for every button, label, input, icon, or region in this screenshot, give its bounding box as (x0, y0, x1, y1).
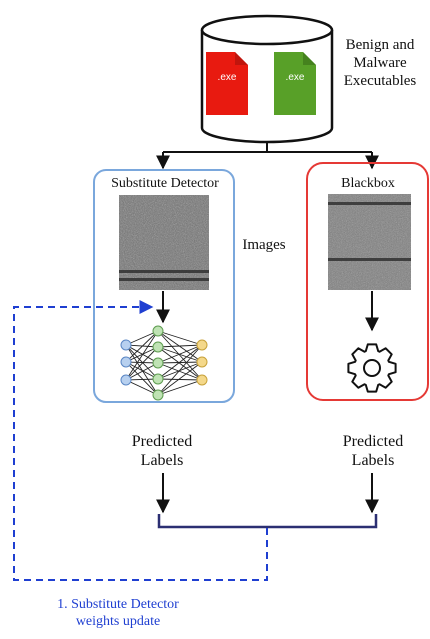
source-label: Benign and Malware Executables (343, 37, 417, 89)
feedback-caption: 1. Substitute Detector weights update (57, 597, 179, 629)
exe-file-label: .exe (286, 72, 305, 83)
exe-file-icon-green: .exe (274, 52, 316, 115)
blackbox-title: Blackbox (341, 176, 395, 191)
neural-network-icon (120, 325, 208, 401)
substitute-predicted-labels: Predicted Labels (131, 433, 193, 470)
exe-file-label: .exe (218, 72, 237, 83)
substitute-detector-box (93, 169, 235, 403)
exe-file-icon-red: .exe (206, 52, 248, 115)
merge-connector (157, 514, 378, 529)
blackbox-input-image (328, 194, 411, 290)
feedback-loop-arrow (13, 300, 268, 581)
images-label: Images (242, 237, 286, 253)
split-connector (156, 142, 379, 170)
blackbox-box (306, 162, 429, 401)
blackbox-predicted-labels: Predicted Labels (342, 433, 404, 470)
substitute-detector-title: Substitute Detector (111, 176, 219, 191)
gear-icon (347, 343, 397, 393)
substitute-input-image (119, 195, 209, 290)
